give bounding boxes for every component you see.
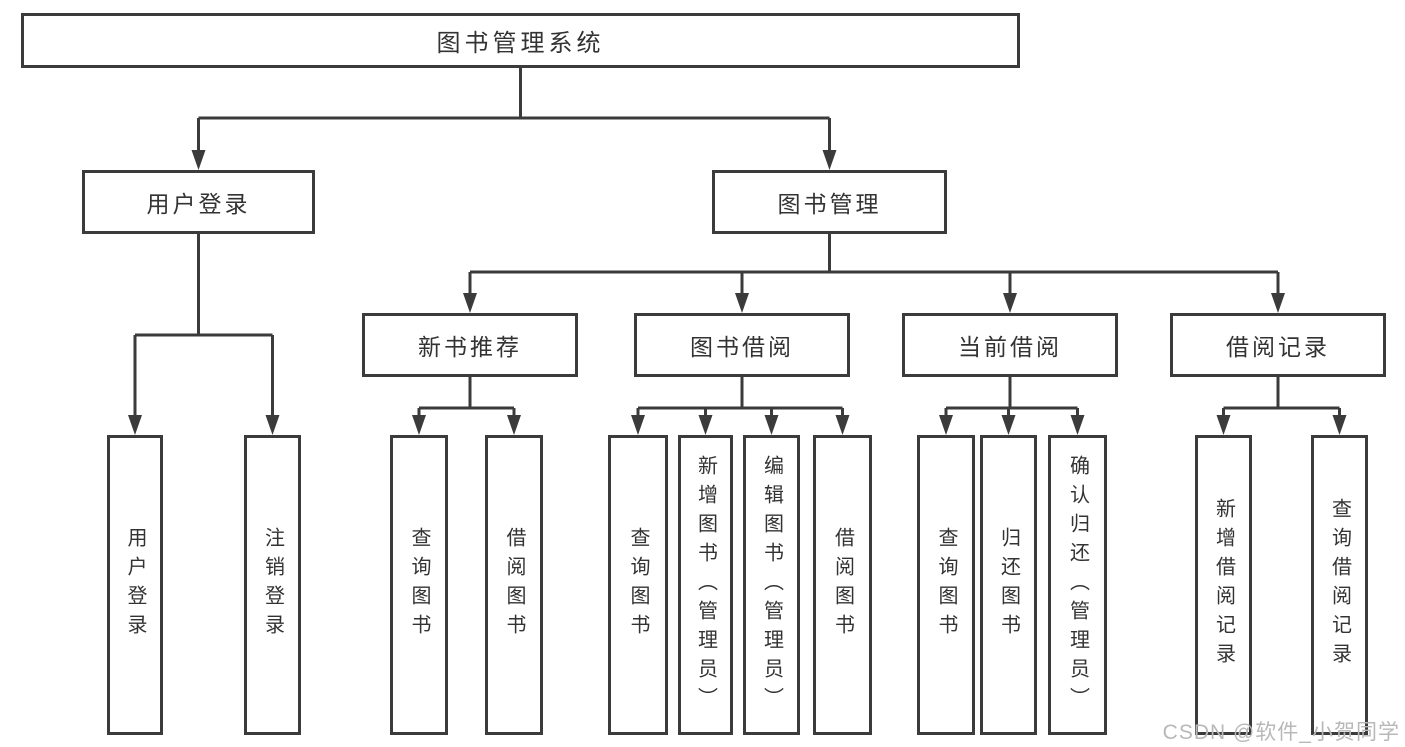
- csdn-watermark: CSDN @软件_小贺同学: [1162, 721, 1400, 744]
- leaf-borrowing-add-books-admin: 新增图书（管理员）: [678, 435, 733, 735]
- leaf-records-add-borrow-record: 新增借阅记录: [1195, 435, 1252, 735]
- leaf-borrowing-query-books-label: 查询图书: [627, 527, 649, 643]
- leaf-newbook-query-books: 查询图书: [390, 435, 448, 735]
- leaf-borrowing-add-books-admin-label: 新增图书（管理员）: [694, 454, 717, 716]
- leaf-current-query-books-label: 查询图书: [935, 527, 957, 643]
- leaf-newbook-borrow-books: 借阅图书: [485, 435, 543, 735]
- node-book-borrowing: 图书借阅: [634, 313, 850, 377]
- node-new-book-recommend: 新书推荐: [362, 313, 578, 377]
- node-library-management-system: 图书管理系统: [21, 13, 1020, 68]
- leaf-borrowing-edit-books-admin: 编辑图书（管理员）: [743, 435, 800, 735]
- leaf-borrowing-borrow-books-label: 借阅图书: [831, 527, 854, 643]
- leaf-current-confirm-return-admin: 确认归还（管理员）: [1048, 435, 1107, 735]
- leaf-logout: 注销登录: [244, 435, 301, 735]
- leaf-current-confirm-return-admin-label: 确认归还（管理员）: [1066, 454, 1089, 716]
- leaf-user-login-label: 用户登录: [124, 527, 146, 643]
- node-borrowing-records: 借阅记录: [1170, 313, 1386, 377]
- node-book-management: 图书管理: [712, 170, 947, 234]
- leaf-borrowing-query-books: 查询图书: [608, 435, 668, 735]
- leaf-current-return-books: 归还图书: [980, 435, 1037, 735]
- leaf-user-login: 用户登录: [107, 435, 163, 735]
- node-user-login: 用户登录: [82, 170, 315, 234]
- leaf-records-query-borrow-record: 查询借阅记录: [1311, 435, 1368, 735]
- leaf-logout-label: 注销登录: [261, 527, 284, 643]
- node-current-borrowing: 当前借阅: [902, 313, 1118, 377]
- leaf-newbook-query-books-label: 查询图书: [408, 527, 430, 643]
- leaf-records-add-borrow-record-label: 新增借阅记录: [1212, 498, 1235, 672]
- leaf-borrowing-borrow-books: 借阅图书: [813, 435, 872, 735]
- leaf-borrowing-edit-books-admin-label: 编辑图书（管理员）: [760, 454, 783, 716]
- leaf-records-query-borrow-record-label: 查询借阅记录: [1328, 498, 1351, 672]
- leaf-current-query-books: 查询图书: [917, 435, 975, 735]
- leaf-current-return-books-label: 归还图书: [997, 527, 1020, 643]
- leaf-newbook-borrow-books-label: 借阅图书: [503, 527, 525, 643]
